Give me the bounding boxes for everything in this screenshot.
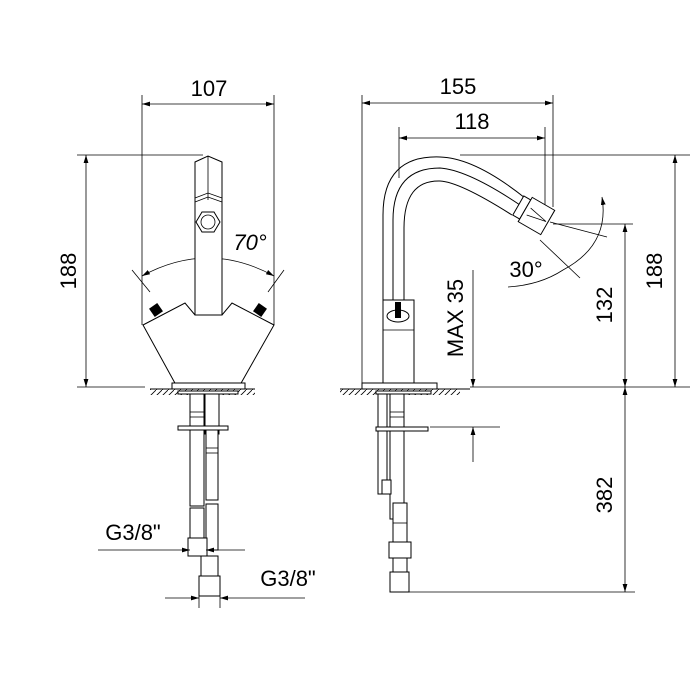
lever-handle [194, 155, 223, 316]
side-base-plate [361, 382, 438, 390]
front-height-label: 188 [56, 253, 81, 290]
aerator-nozzle [512, 195, 556, 236]
angle-30-label: 30° [509, 257, 542, 282]
thread-left-label: G3/8" [105, 520, 161, 545]
max-35-label: MAX 35 [443, 279, 468, 357]
hose-length-dimension: 382 [400, 387, 635, 593]
side-width-label: 155 [440, 74, 477, 99]
front-width-label: 107 [191, 76, 228, 101]
front-height-dimension: 188 [56, 154, 203, 388]
angle-70-label: 70° [233, 230, 266, 255]
side-height-dimension: 188 [460, 154, 690, 388]
angle-30-dimension: 30° [507, 196, 608, 288]
supply-hoses-front: G3/8" G3/8" [98, 390, 316, 608]
faucet-body-front [142, 155, 275, 395]
handle-stop-left [149, 303, 163, 317]
reach-dimension: 118 [398, 109, 546, 205]
front-view: 107 188 70° [56, 76, 316, 608]
max-35-dimension: MAX 35 [430, 270, 500, 462]
handle-stop-right [253, 303, 267, 317]
hex-nut-icon [195, 211, 221, 233]
side-view: 155 118 30° MAX 35 [340, 74, 690, 593]
front-width-dimension: 107 [141, 76, 275, 325]
side-height-label: 188 [642, 253, 667, 290]
hose-length-label: 382 [592, 477, 617, 514]
base-plate [171, 382, 246, 390]
side-width-dimension: 155 [361, 74, 554, 385]
outlet-height-label: 132 [592, 287, 617, 324]
outlet-height-dimension: 132 [553, 223, 633, 387]
thread-bottom-label: G3/8" [260, 566, 316, 591]
supply-hoses-side [375, 390, 432, 593]
reach-label: 118 [454, 109, 489, 134]
